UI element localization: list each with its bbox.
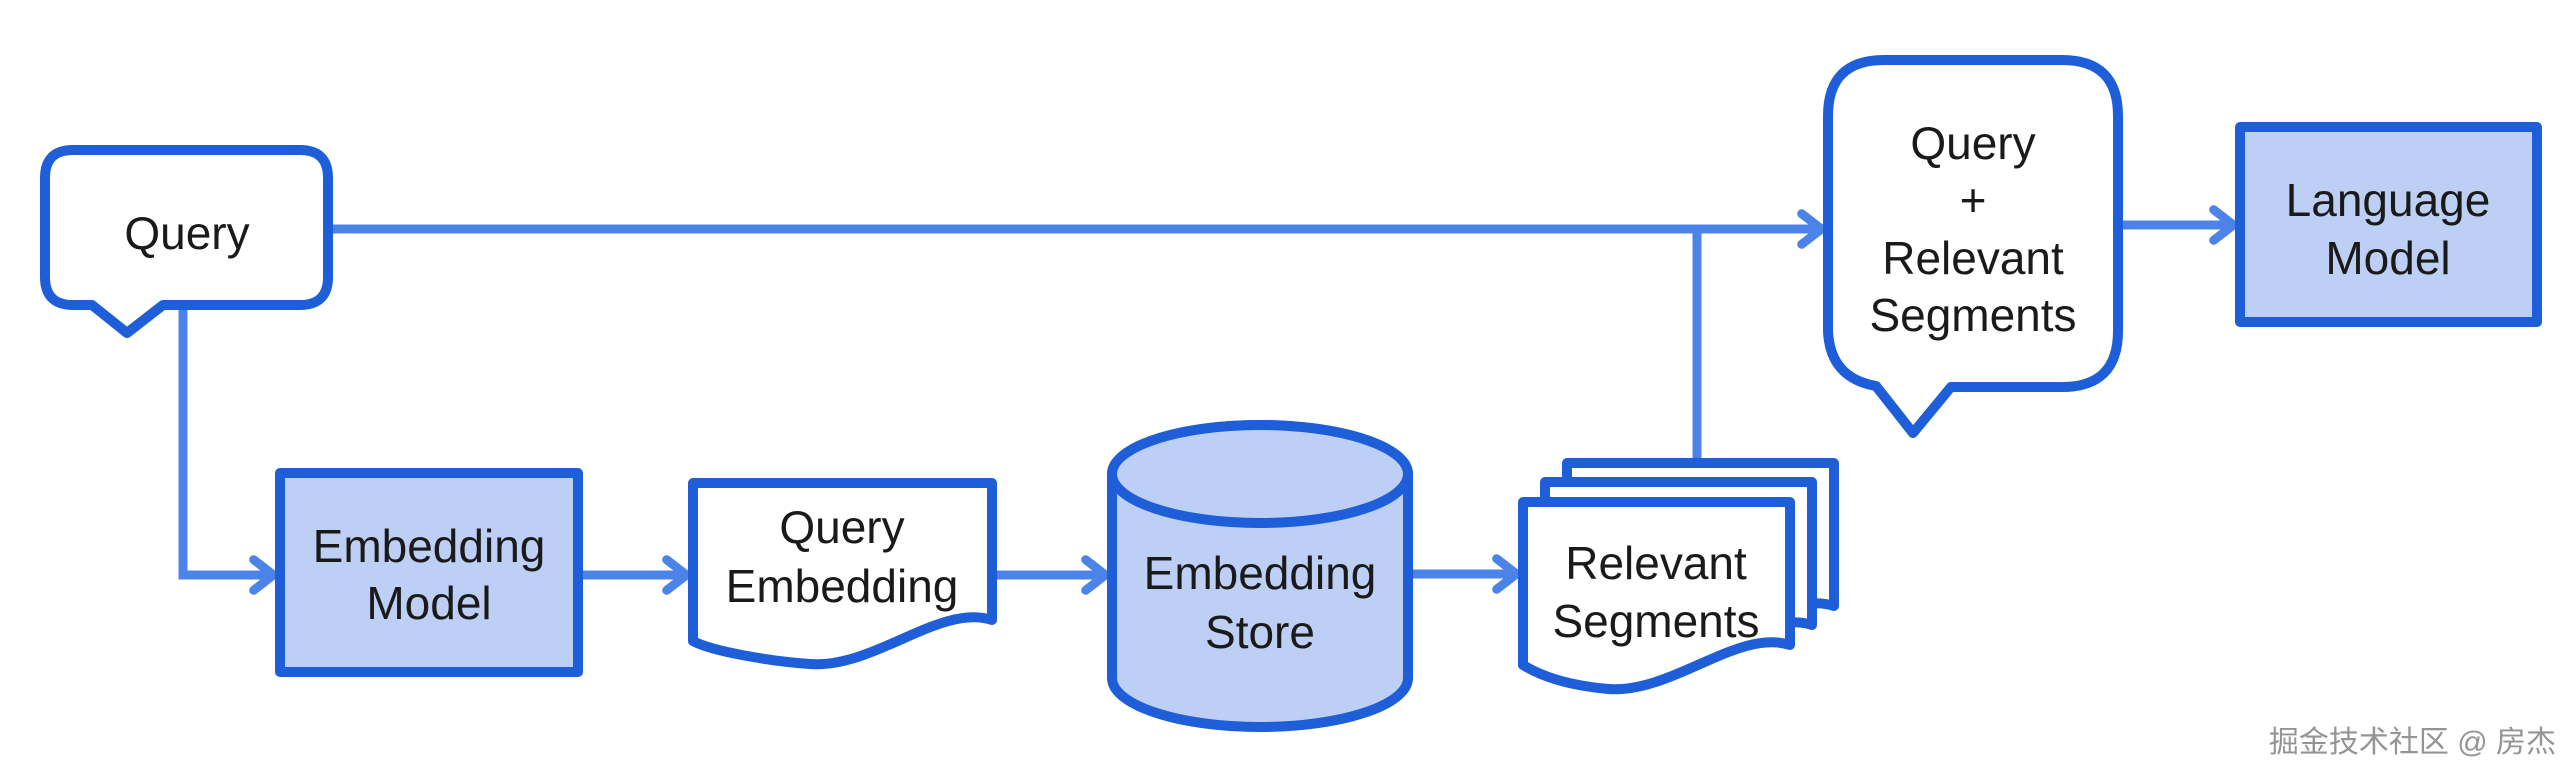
embedding-model-shape [275,468,583,677]
query-plus-segments-node: Query + Relevant Segments [1823,55,2123,438]
query-embedding-label-line1: Query [779,501,904,553]
relevant-segments-node: Relevant Segments [1518,458,1839,695]
relevant-segments-label-line1: Relevant [1565,537,1747,589]
query-plus-segments-shape [1823,55,2123,438]
watermark-text: 掘金技术社区 @ 房杰 [2269,726,2556,759]
embedding-store-top [1107,420,1413,528]
relevant-segments-doc-front [1518,497,1795,695]
relevant-segments-label-line2: Segments [1552,595,1759,647]
language-model-label-line1: Language [2286,174,2491,226]
query-node: Query [40,145,333,338]
query-embedding-node: Query Embedding [688,478,997,670]
query-plus-segments-label-line3: Relevant [1882,232,2064,284]
language-model-node: Language Model [2235,122,2542,327]
language-model-shape [2235,122,2542,327]
connectors [178,205,2238,595]
arrow-query-to-embedding-model [178,306,278,595]
query-plus-segments-label-line4: Segments [1869,289,2076,341]
embedding-model-node: Embedding Model [275,468,583,677]
embedding-model-label-line1: Embedding [313,520,546,572]
query-embedding-label-line2: Embedding [726,560,959,612]
query-plus-segments-label-line1: Query [1910,117,2035,169]
embedding-model-label-line2: Model [366,577,491,629]
embedding-store-label-line1: Embedding [1144,547,1377,599]
language-model-label-line2: Model [2325,232,2450,284]
embedding-store-label-line2: Store [1205,606,1315,658]
query-bubble-shape [40,145,333,338]
query-label: Query [124,207,249,259]
query-embedding-shape [688,478,997,670]
embedding-store-node: Embedding Store [1107,420,1413,732]
query-plus-segments-label-line2: + [1960,174,1987,226]
